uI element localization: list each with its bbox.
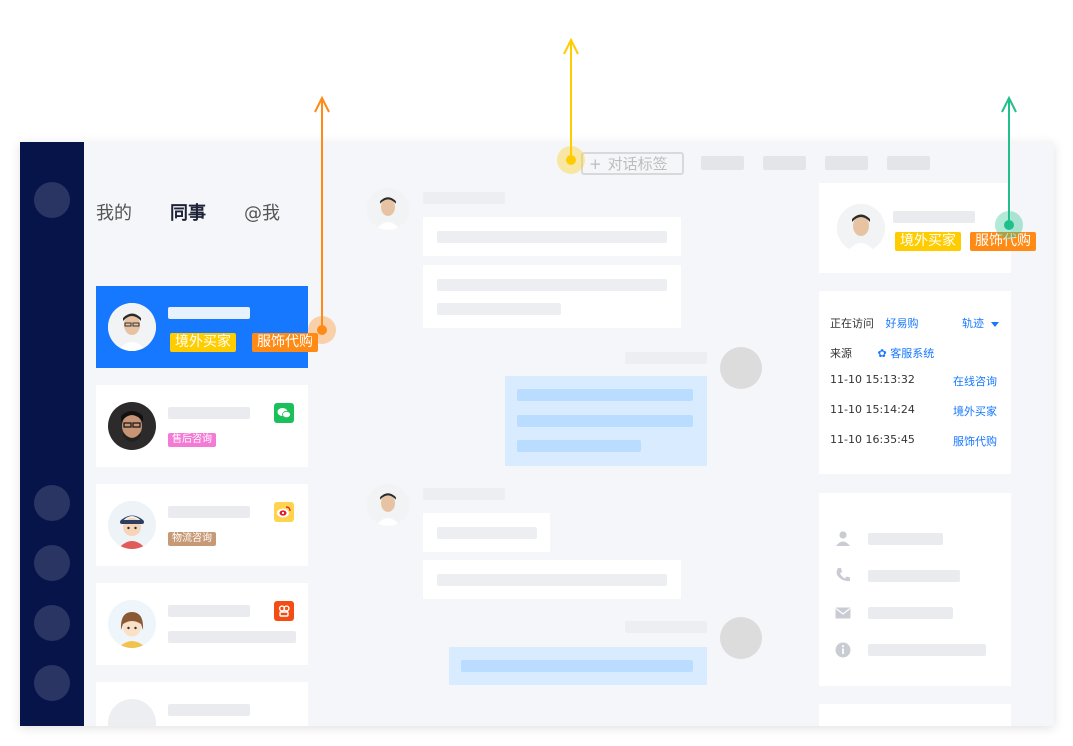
name-placeholder <box>168 407 250 419</box>
top-action[interactable] <box>763 156 806 170</box>
message-bubble <box>423 265 681 328</box>
visit-info-card: 正在访问 好易购 轨迹 来源 ✿ 客服系统 11-10 15:13:32 在线咨… <box>819 291 1011 474</box>
nav-item-2[interactable] <box>34 545 70 581</box>
contact-details-card <box>819 493 1011 686</box>
chat-area <box>324 142 804 726</box>
app-icon <box>274 601 294 621</box>
top-action[interactable] <box>701 156 744 170</box>
visiting-label: 正在访问 <box>830 317 874 330</box>
avatar <box>108 303 156 351</box>
customer-avatar <box>367 484 409 526</box>
tab-colleagues[interactable]: 同事 <box>170 203 206 224</box>
tag-overseas-buyer: 境外买家 <box>895 232 961 251</box>
top-action[interactable] <box>887 156 930 170</box>
contact-item[interactable] <box>96 583 308 665</box>
agent-avatar <box>720 617 762 659</box>
message-bubble <box>423 217 681 256</box>
sender-name-placeholder <box>423 488 505 500</box>
agent-name-placeholder <box>625 352 707 364</box>
nav-rail <box>20 142 84 726</box>
name-placeholder <box>168 605 250 617</box>
tag-apparel-agent: 服饰代购 <box>252 333 318 352</box>
track-action[interactable]: 在线咨询 <box>953 375 997 388</box>
paw-icon: ✿ <box>877 347 887 360</box>
nav-item-3[interactable] <box>34 605 70 641</box>
track-row: 11-10 15:14:24 <box>830 403 915 416</box>
message-bubble <box>423 513 550 552</box>
weibo-icon <box>274 502 294 522</box>
mail-icon <box>835 607 851 619</box>
tag-logistics: 物流咨询 <box>168 532 216 546</box>
contact-item[interactable] <box>96 682 308 726</box>
plus-icon: + <box>589 154 602 173</box>
avatar <box>108 699 156 726</box>
visiting-site-link[interactable]: 好易购 <box>885 317 919 330</box>
info-icon <box>835 642 851 658</box>
contact-item[interactable]: 物流咨询 <box>96 484 308 566</box>
tag-after-sales: 售后咨询 <box>168 433 216 447</box>
contact-item-selected[interactable]: 境外买家 服饰代购 <box>96 286 318 368</box>
nav-item-4[interactable] <box>34 665 70 701</box>
list-tabs: 我的 同事 @我 <box>96 199 280 225</box>
customer-profile-card: 境外买家 服饰代购 <box>819 183 1036 273</box>
app-window: 我的 同事 @我 境外买家 服饰代购 售后咨询 <box>20 142 1054 726</box>
contact-item[interactable]: 售后咨询 <box>96 385 308 467</box>
source-value: 客服系统 <box>890 347 935 360</box>
name-placeholder <box>168 704 250 716</box>
nav-avatar[interactable] <box>34 182 70 218</box>
tab-mentions[interactable]: @我 <box>244 203 280 224</box>
track-dropdown[interactable]: 轨迹 <box>962 315 999 331</box>
caret-down-icon <box>990 321 999 327</box>
phone-icon <box>836 568 850 582</box>
track-action[interactable]: 境外买家 <box>953 405 997 418</box>
avatar <box>108 501 156 549</box>
tag-apparel-agent: 服饰代购 <box>970 232 1036 251</box>
name-placeholder <box>893 211 975 223</box>
source-label: 来源 <box>830 347 852 360</box>
nav-item-1[interactable] <box>34 485 70 521</box>
name-placeholder <box>168 506 250 518</box>
conversation-list: 我的 同事 @我 境外买家 服饰代购 售后咨询 <box>84 142 324 726</box>
tag-button-label: 对话标签 <box>607 155 668 173</box>
sender-name-placeholder <box>423 192 505 204</box>
name-placeholder <box>168 307 250 319</box>
user-icon <box>836 531 850 546</box>
track-action[interactable]: 服饰代购 <box>953 435 997 448</box>
add-conversation-tag-button[interactable]: + 对话标签 <box>581 152 684 175</box>
extra-card <box>819 704 1011 726</box>
avatar <box>108 600 156 648</box>
agent-name-placeholder <box>625 621 707 633</box>
message-placeholder <box>168 631 296 643</box>
message-bubble <box>423 560 681 599</box>
wechat-icon <box>274 403 294 423</box>
tab-mine[interactable]: 我的 <box>96 203 132 224</box>
track-row: 11-10 16:35:45 <box>830 433 915 446</box>
agent-avatar <box>720 347 762 389</box>
avatar <box>108 402 156 450</box>
reply-bubble <box>449 647 707 685</box>
top-action[interactable] <box>825 156 868 170</box>
tag-overseas-buyer: 境外买家 <box>170 333 236 352</box>
customer-avatar <box>837 204 885 252</box>
reply-bubble <box>505 376 707 466</box>
customer-avatar <box>367 188 409 230</box>
track-row: 11-10 15:13:32 <box>830 373 915 386</box>
